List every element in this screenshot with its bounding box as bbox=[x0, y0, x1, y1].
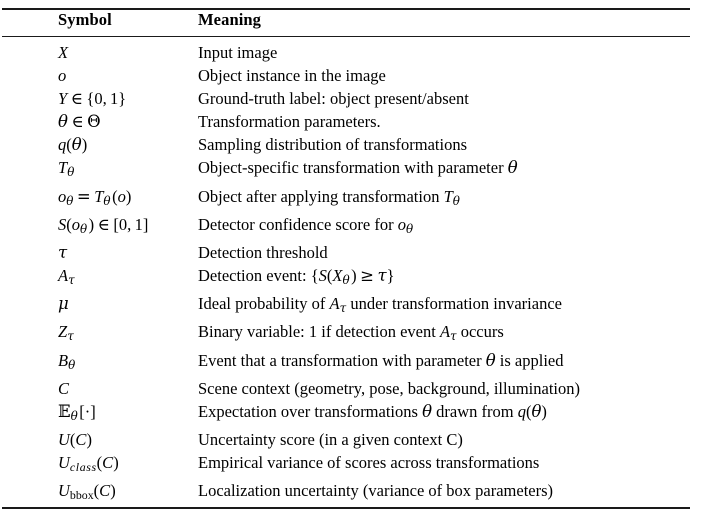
table-head: Symbol Meaning bbox=[2, 10, 690, 36]
symbol-cell: oθ=Tθ(o) bbox=[58, 186, 132, 208]
meaning-cell: Object instance in the image bbox=[198, 66, 386, 86]
column-header-meaning: Meaning bbox=[198, 10, 262, 29]
symbol-cell: Uclass(C) bbox=[58, 453, 119, 475]
symbol-cell: 𝔼θ[·] bbox=[58, 401, 96, 423]
table-row: Zτ Binary variable: 1 if detection event… bbox=[2, 320, 690, 348]
table-row: Aτ Detection event: {S(Xθ)≥τ} bbox=[2, 264, 690, 292]
symbol-cell: θ∈Θ bbox=[58, 112, 101, 132]
meaning-cell: Ground-truth label: object present/absen… bbox=[198, 89, 469, 109]
table-row: Uclass(C) Empirical variance of scores a… bbox=[2, 451, 690, 479]
table-row: τ Detection threshold bbox=[2, 241, 690, 264]
symbol-cell: Tθ bbox=[58, 158, 75, 180]
symbol-cell: Aτ bbox=[58, 266, 75, 288]
meaning-cell: Sampling distribution of transformations bbox=[198, 135, 468, 155]
table-row: X Input image bbox=[2, 37, 690, 64]
meaning-cell: Transformation parameters. bbox=[198, 112, 381, 132]
symbol-cell: Y∈{0, 1} bbox=[58, 89, 127, 109]
table-row: q(θ) Sampling distribution of transforma… bbox=[2, 133, 690, 156]
table-toprule bbox=[2, 8, 690, 10]
meaning-cell: Event that a transformation with paramet… bbox=[198, 350, 564, 370]
notation-table-body: X Input image o Object instance in the i… bbox=[2, 37, 690, 507]
table-row: Ubbox(C) Localization uncertainty (varia… bbox=[2, 479, 690, 507]
meaning-cell: Expectation over transformations θ drawn… bbox=[198, 401, 547, 421]
symbol-cell: q(θ) bbox=[58, 135, 88, 155]
meaning-cell: Empirical variance of scores across tran… bbox=[198, 453, 540, 473]
symbol-cell: τ bbox=[58, 242, 68, 262]
table-row: oθ=Tθ(o) Object after applying transform… bbox=[2, 185, 690, 213]
symbol-cell: S(oθ)∈[0, 1] bbox=[58, 214, 149, 236]
meaning-cell: Detection event: {S(Xθ)≥τ} bbox=[198, 266, 395, 288]
table-row: θ∈Θ Transformation parameters. bbox=[2, 110, 690, 133]
meaning-cell: Uncertainty score (in a given context C) bbox=[198, 430, 463, 450]
symbol-cell: X bbox=[58, 43, 69, 62]
meaning-cell: Detection threshold bbox=[198, 242, 328, 262]
table-row: o Object instance in the image bbox=[2, 64, 690, 87]
header-row: Symbol Meaning bbox=[2, 10, 690, 36]
meaning-cell: Binary variable: 1 if detection event Aτ… bbox=[198, 322, 504, 344]
table-row: Y∈{0, 1} Ground-truth label: object pres… bbox=[2, 87, 690, 110]
symbol-cell: Bθ bbox=[58, 350, 76, 372]
symbol-cell: C bbox=[58, 378, 70, 398]
meaning-cell: Input image bbox=[198, 43, 278, 62]
table-row: 𝔼θ[·] Expectation over transformations θ… bbox=[2, 400, 690, 428]
symbol-cell: Zτ bbox=[58, 322, 74, 344]
meaning-cell: Detector confidence score for oθ bbox=[198, 214, 414, 236]
symbol-cell: U(C) bbox=[58, 430, 92, 450]
table-row: U(C) Uncertainty score (in a given conte… bbox=[2, 428, 690, 451]
table-midrule bbox=[2, 36, 690, 37]
table-row: S(oθ)∈[0, 1] Detector confidence score f… bbox=[2, 213, 690, 241]
column-header-symbol: Symbol bbox=[58, 10, 112, 29]
meaning-cell: Localization uncertainty (variance of bo… bbox=[198, 481, 554, 501]
table-row: C Scene context (geometry, pose, backgro… bbox=[2, 377, 690, 400]
meaning-cell: Object after applying transformation Tθ bbox=[198, 186, 460, 208]
table-row: Bθ Event that a transformation with para… bbox=[2, 349, 690, 377]
meaning-cell: Ideal probability of Aτ under transforma… bbox=[198, 294, 562, 316]
symbol-cell: o bbox=[58, 66, 67, 86]
notation-table-container: Symbol Meaning X Input image o Object in… bbox=[2, 8, 690, 509]
meaning-cell: Object-specific transformation with para… bbox=[198, 158, 518, 178]
table-row: μ Ideal probability of Aτ under transfor… bbox=[2, 292, 690, 320]
symbol-cell: μ bbox=[58, 294, 69, 314]
meaning-cell: Scene context (geometry, pose, backgroun… bbox=[198, 378, 580, 398]
symbol-cell: Ubbox(C) bbox=[58, 481, 116, 503]
table-row: Tθ Object-specific transformation with p… bbox=[2, 156, 690, 184]
notation-table: Symbol Meaning bbox=[2, 10, 690, 36]
table-body: X Input image o Object instance in the i… bbox=[2, 37, 690, 507]
